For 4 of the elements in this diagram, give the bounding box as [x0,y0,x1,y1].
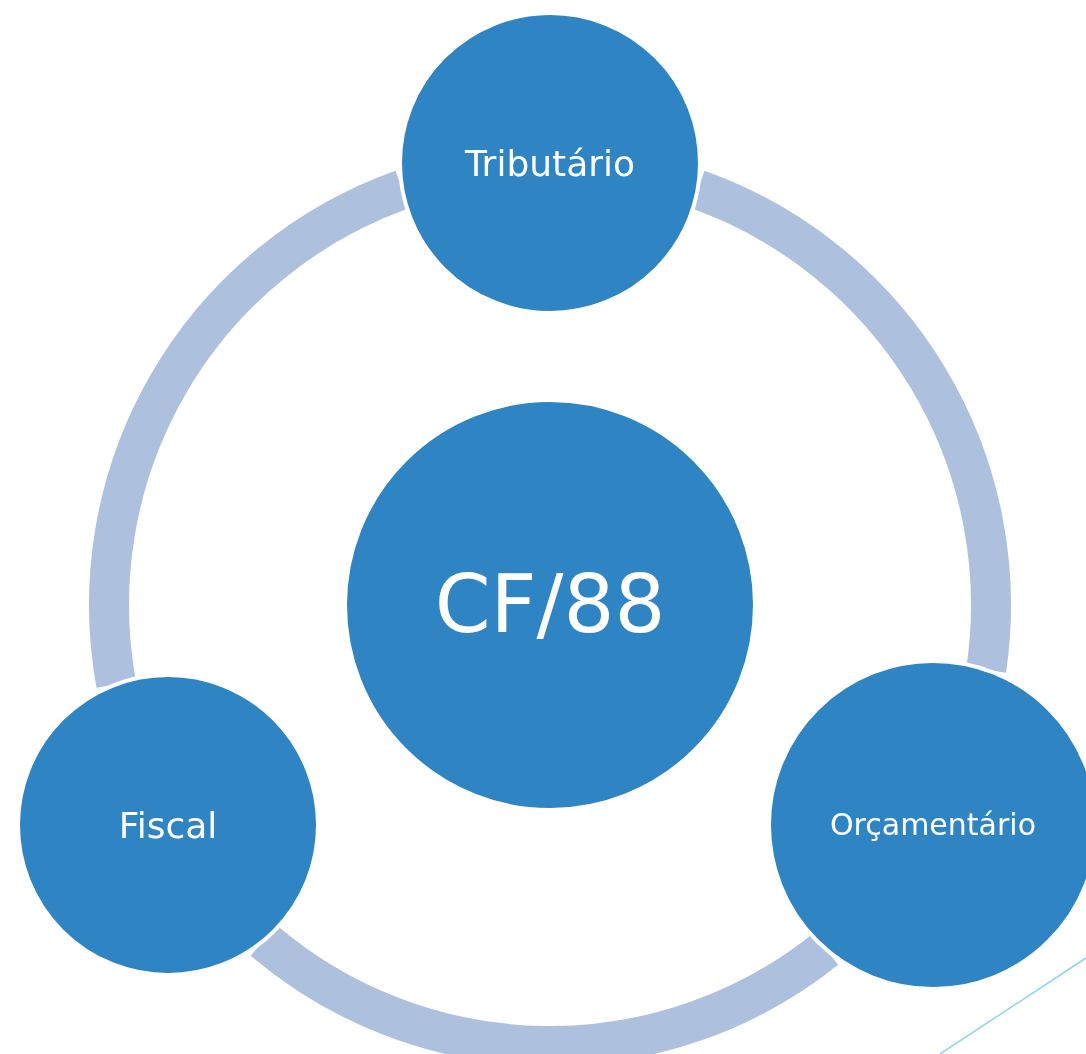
node-label: CF/88 [434,557,666,653]
node-label: Fiscal [118,803,218,848]
node-label: Orçamentário [830,806,1036,844]
node-label: Tributário [464,141,636,186]
